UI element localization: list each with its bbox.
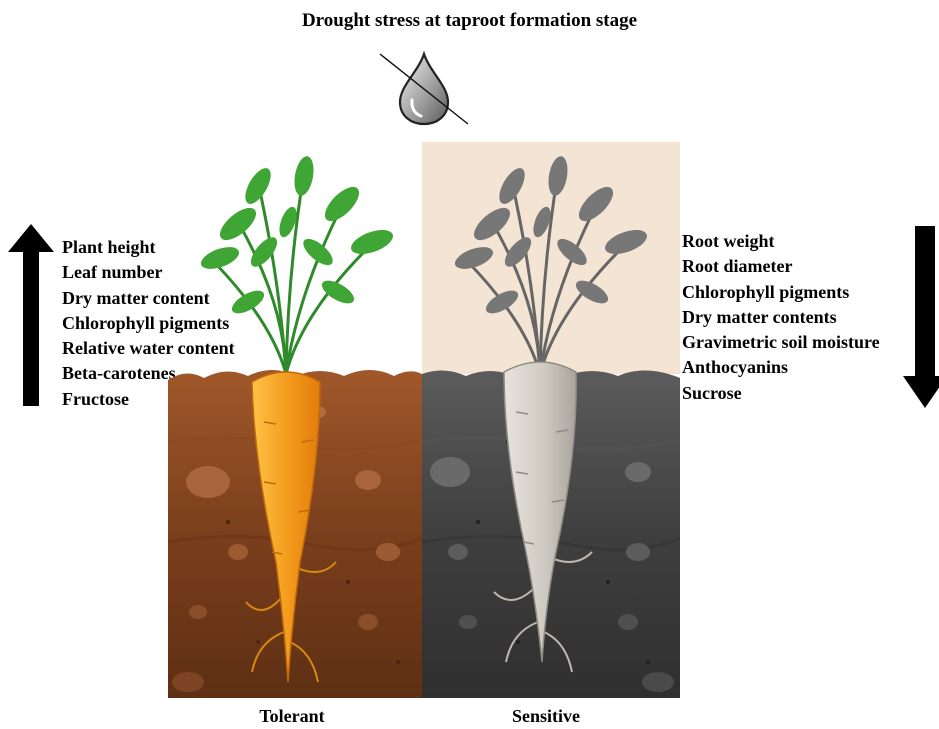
list-item: Root weight bbox=[682, 229, 880, 254]
tolerant-label: Tolerant bbox=[192, 706, 392, 727]
list-item: Anthocyanins bbox=[682, 355, 880, 380]
list-item: Gravimetric soil moisture bbox=[682, 330, 880, 355]
down-arrow-icon bbox=[903, 226, 939, 408]
crossed-water-drop-icon bbox=[378, 50, 470, 128]
tolerant-leaflets bbox=[198, 155, 396, 318]
figure-title: Drought stress at taproot formation stag… bbox=[0, 10, 939, 32]
up-arrow-icon bbox=[6, 224, 56, 406]
list-item: Sucrose bbox=[682, 381, 880, 406]
list-item: Chlorophyll pigments bbox=[682, 280, 880, 305]
carrot-comparison-illustration bbox=[168, 142, 680, 698]
list-item: Root diameter bbox=[682, 254, 880, 279]
decreased-traits-list: Root weight Root diameter Chlorophyll pi… bbox=[682, 229, 880, 406]
list-item: Dry matter contents bbox=[682, 305, 880, 330]
sensitive-label: Sensitive bbox=[446, 706, 646, 727]
